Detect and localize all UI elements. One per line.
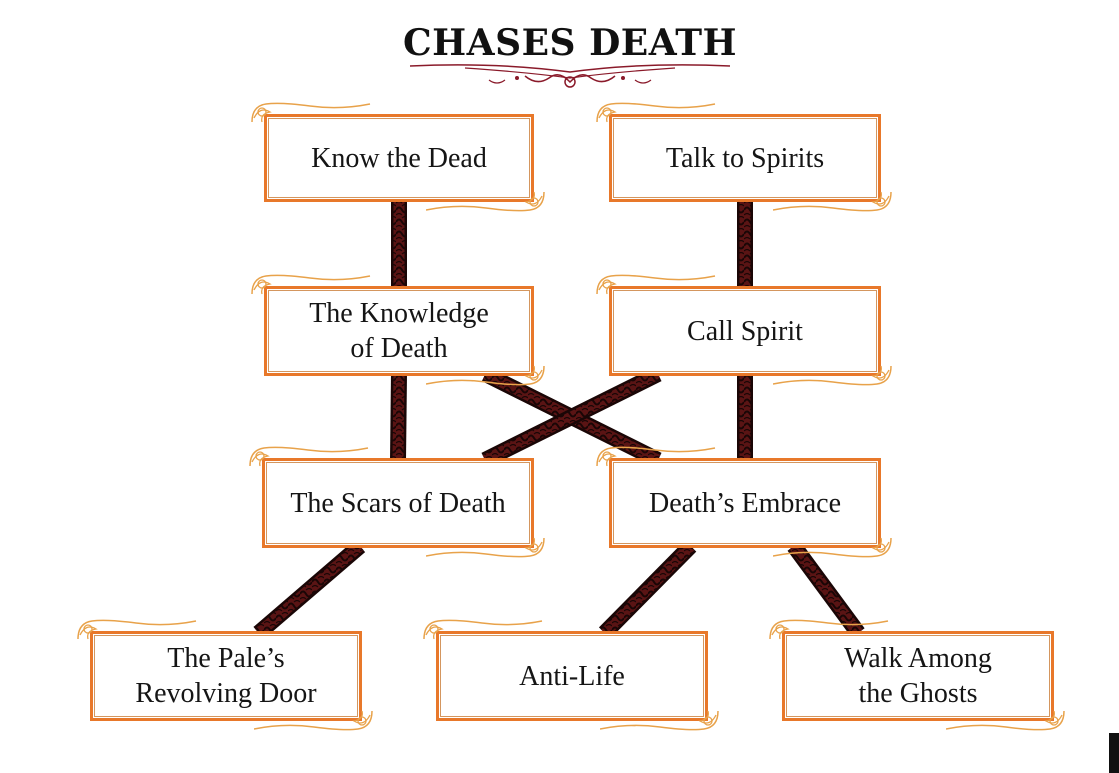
node-label-line: The Scars of Death bbox=[290, 487, 506, 519]
node-label-line: Call Spirit bbox=[687, 315, 803, 347]
node-talk-to-spirits[interactable]: Talk to Spirits bbox=[609, 114, 881, 202]
link-fill-knowledge-of-death-to-scars-of-death bbox=[392, 373, 405, 461]
link-fill-deaths-embrace-to-walk-among-ghosts bbox=[789, 542, 863, 637]
node-scars-of-death[interactable]: The Scars of Death bbox=[262, 458, 534, 548]
node-knowledge-of-death[interactable]: The Knowledge of Death bbox=[264, 286, 534, 376]
node-label-line: the Ghosts bbox=[858, 678, 978, 709]
node-label-line: Know the Dead bbox=[311, 142, 487, 174]
node-label-line: Revolving Door bbox=[135, 678, 317, 709]
link-fill-scars-of-death-to-pales-revolving-door bbox=[255, 541, 364, 638]
link-fill-call-spirit-to-scars-of-death bbox=[482, 369, 661, 465]
diagram-title: CHASES DEATH bbox=[403, 22, 737, 64]
page-edge-mark bbox=[1109, 733, 1119, 773]
node-label-line: of Death bbox=[350, 333, 448, 364]
node-label-line: Anti-Life bbox=[519, 660, 625, 692]
node-label-line: Talk to Spirits bbox=[665, 142, 825, 174]
node-label-line: The Pale’s bbox=[167, 643, 285, 674]
node-know-the-dead[interactable]: Know the Dead bbox=[264, 114, 534, 202]
node-label-line: Death’s Embrace bbox=[648, 487, 842, 519]
node-walk-among-ghosts[interactable]: Walk Among the Ghosts bbox=[782, 631, 1054, 721]
node-anti-life[interactable]: Anti-Life bbox=[436, 631, 708, 721]
link-fill-deaths-embrace-to-anti-life bbox=[600, 542, 695, 637]
node-deaths-embrace[interactable]: Death’s Embrace bbox=[609, 458, 881, 548]
node-call-spirit[interactable]: Call Spirit bbox=[609, 286, 881, 376]
node-label-line: The Knowledge bbox=[309, 298, 489, 329]
node-pales-revolving-door[interactable]: The Pale’s Revolving Door bbox=[90, 631, 362, 721]
title-ornament bbox=[409, 64, 731, 88]
node-label-line: Walk Among bbox=[844, 643, 992, 674]
